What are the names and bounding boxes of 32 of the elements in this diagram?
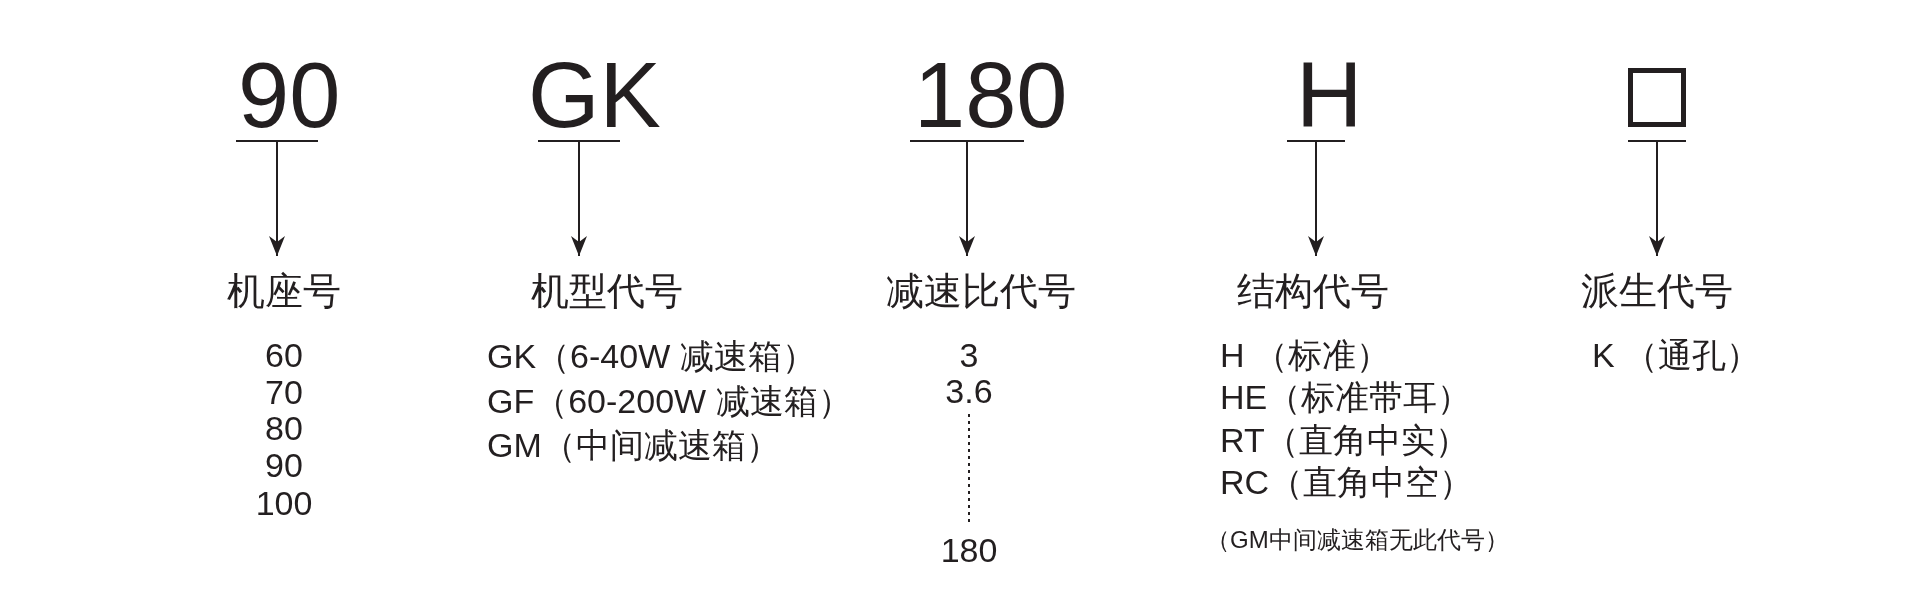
- option-text: 180: [940, 532, 998, 568]
- option-text: GF（60-200W 减速箱）: [487, 383, 852, 419]
- code-label: GK: [528, 49, 661, 141]
- option-text: GM（中间减速箱）: [487, 427, 780, 463]
- arrow: [235, 140, 319, 257]
- option-text: GK（6-40W 减速箱）: [487, 338, 816, 374]
- arrow: [909, 140, 1025, 257]
- field-heading: 结构代号: [1237, 256, 1389, 326]
- code-label: 180: [914, 49, 1068, 141]
- option-text: RC（直角中空）: [1220, 464, 1474, 500]
- option-text: 3: [959, 337, 979, 373]
- option-text: 100: [255, 485, 313, 521]
- option-text: 80: [265, 410, 303, 446]
- field-heading: 机座号: [227, 256, 341, 326]
- empty-square: [1628, 68, 1686, 127]
- note-text: （GM中间减速箱无此代号）: [1206, 525, 1509, 555]
- option-text: 60: [265, 337, 303, 373]
- option-text: K （通孔）: [1592, 337, 1761, 373]
- code-label: H: [1296, 49, 1363, 141]
- option-text: 70: [265, 374, 303, 410]
- option-text: 3.6: [945, 373, 993, 409]
- option-text: H （标准）: [1220, 337, 1390, 373]
- arrow: [537, 140, 621, 257]
- arrow: [1286, 140, 1346, 257]
- option-text: 90: [265, 447, 303, 483]
- code-label: 90: [238, 49, 341, 141]
- field-heading: 派生代号: [1581, 256, 1733, 326]
- field-heading: 减速比代号: [886, 256, 1076, 326]
- field-heading: 机型代号: [531, 256, 683, 326]
- option-text: RT（直角中实）: [1220, 422, 1469, 458]
- option-text: HE（标准带耳）: [1220, 379, 1472, 415]
- arrow: [1627, 140, 1687, 257]
